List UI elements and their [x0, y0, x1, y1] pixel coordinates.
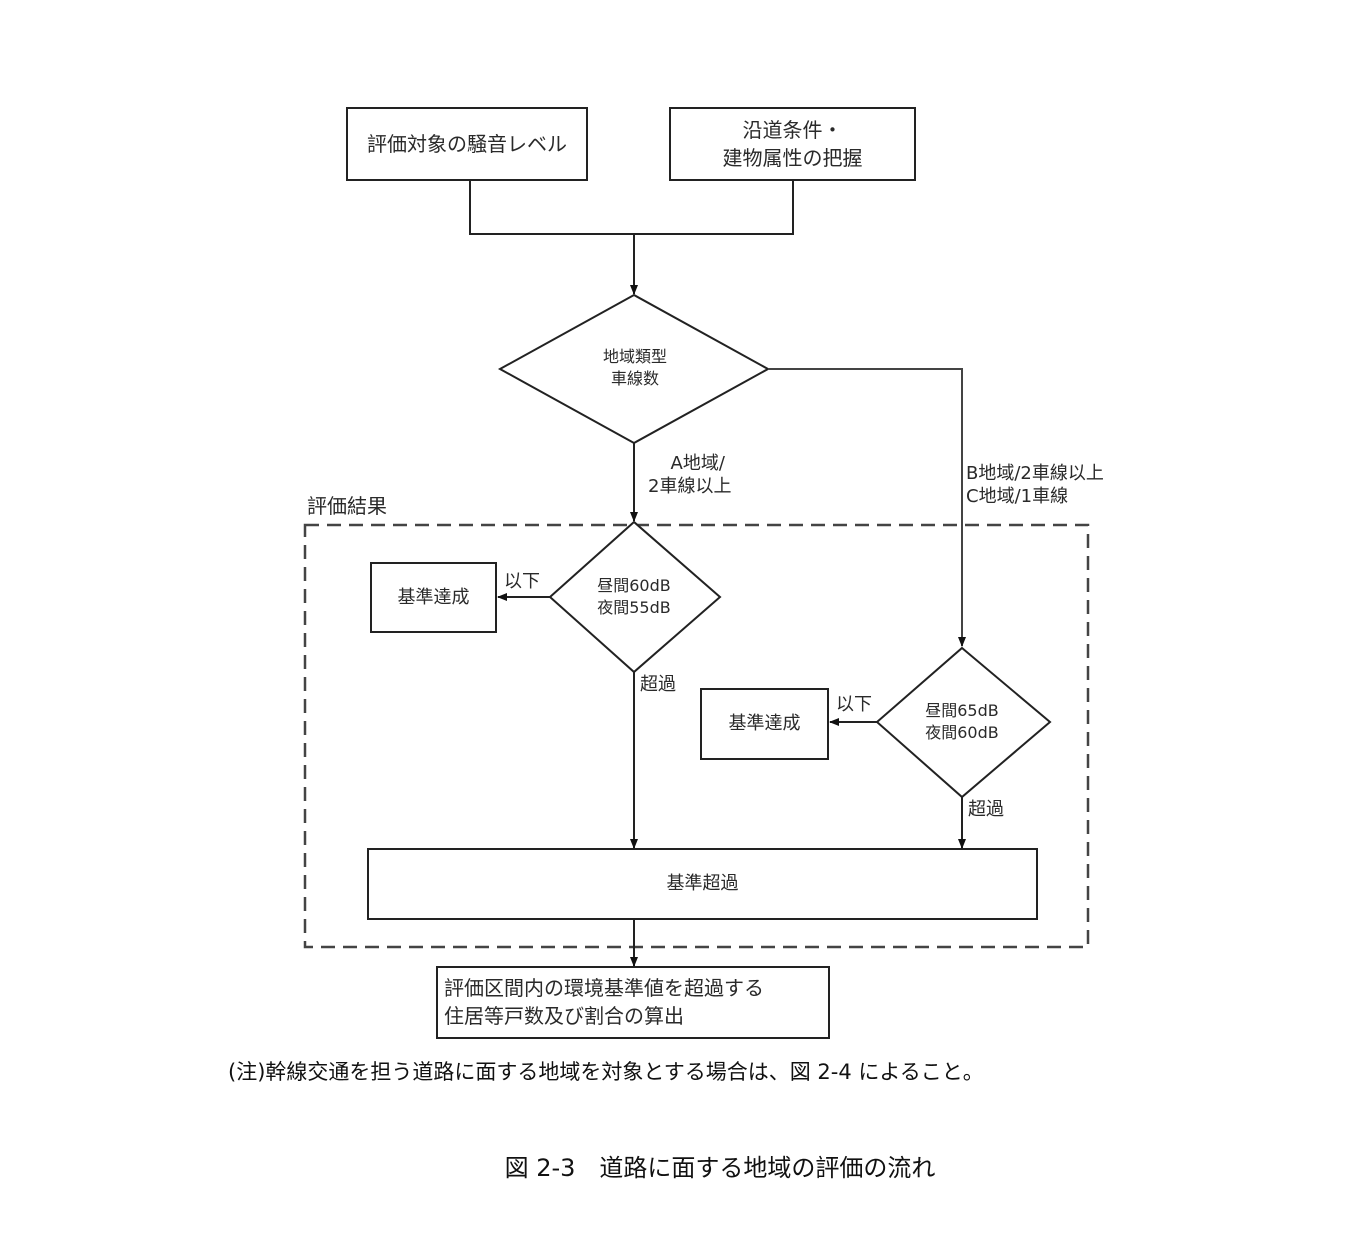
achieved-bc-label: 基準達成 — [701, 689, 828, 759]
merge-connector — [469, 180, 794, 235]
exceeded-label: 基準超過 — [368, 849, 1037, 919]
achieved-bc-box — [700, 688, 829, 760]
branch-a-text-1: A地域/ — [670, 453, 725, 474]
calculation-box — [436, 966, 830, 1039]
input-noise-box — [346, 107, 588, 181]
exceeded-box — [367, 848, 1038, 920]
below-a-label: 以下 — [504, 571, 540, 592]
over-bc-label: 超過 — [968, 799, 1004, 820]
footnote: (注)幹線交通を担う道路に面する地域を対象とする場合は、図 2-4 によること。 — [228, 1060, 984, 1084]
branch-a-label: A地域/ 2車線以上 — [648, 453, 731, 498]
input-conditions-box — [669, 107, 916, 181]
branch-bc-text-2: C地域/1車線 — [966, 485, 1069, 507]
threshold-a-night-text: 夜間55dB — [597, 598, 671, 617]
evaluation-result-group-label: 評価結果 — [307, 494, 387, 518]
input-noise-text: 評価対象の騒音レベル — [367, 132, 567, 156]
achieved-a-label: 基準達成 — [371, 563, 496, 632]
threshold-bc-day-text: 昼間65dB — [925, 700, 999, 720]
branch-bc-text-1: B地域/2車線以上 — [966, 463, 1104, 484]
input-conditions-text-2: 建物属性の把握 — [722, 146, 863, 170]
threshold-bc-label: 昼間65dB 夜間60dB — [902, 691, 1022, 753]
input-conditions-text-1: 沿道条件・ — [742, 118, 843, 142]
below-bc-label: 以下 — [836, 694, 872, 715]
input-noise-label: 評価対象の騒音レベル — [347, 108, 587, 180]
over-a-label: 超過 — [640, 674, 676, 695]
achieved-bc-text: 基準達成 — [728, 713, 801, 735]
achieved-a-text: 基準達成 — [397, 586, 470, 608]
area-type-text: 地域類型 — [602, 346, 667, 366]
branch-bc-label: B地域/2車線以上 C地域/1車線 — [966, 463, 1104, 508]
threshold-a-day-text: 昼間60dB — [597, 575, 671, 595]
input-conditions-label: 沿道条件・ 建物属性の把握 — [670, 108, 915, 180]
achieved-a-box — [370, 562, 497, 633]
branch-a-text-2: 2車線以上 — [648, 475, 732, 497]
calculation-text-1: 評価区間内の環境基準値を超過する — [444, 976, 764, 1000]
lane-count-text: 車線数 — [610, 369, 659, 388]
calculation-text-2: 住居等戸数及び割合の算出 — [444, 1004, 684, 1028]
exceeded-text: 基準超過 — [666, 873, 739, 895]
evaluation-result-group-border — [303, 523, 1090, 949]
threshold-bc-night-text: 夜間60dB — [925, 723, 999, 742]
connector-branch-bc — [768, 368, 966, 647]
figure-caption: 図 2-3 道路に面する地域の評価の流れ — [504, 1154, 936, 1182]
area-type-decision-label: 地域類型 車線数 — [540, 335, 730, 401]
threshold-a-label: 昼間60dB 夜間55dB — [574, 566, 694, 628]
calculation-label: 評価区間内の環境基準値を超過する 住居等戸数及び割合の算出 — [444, 974, 764, 1030]
